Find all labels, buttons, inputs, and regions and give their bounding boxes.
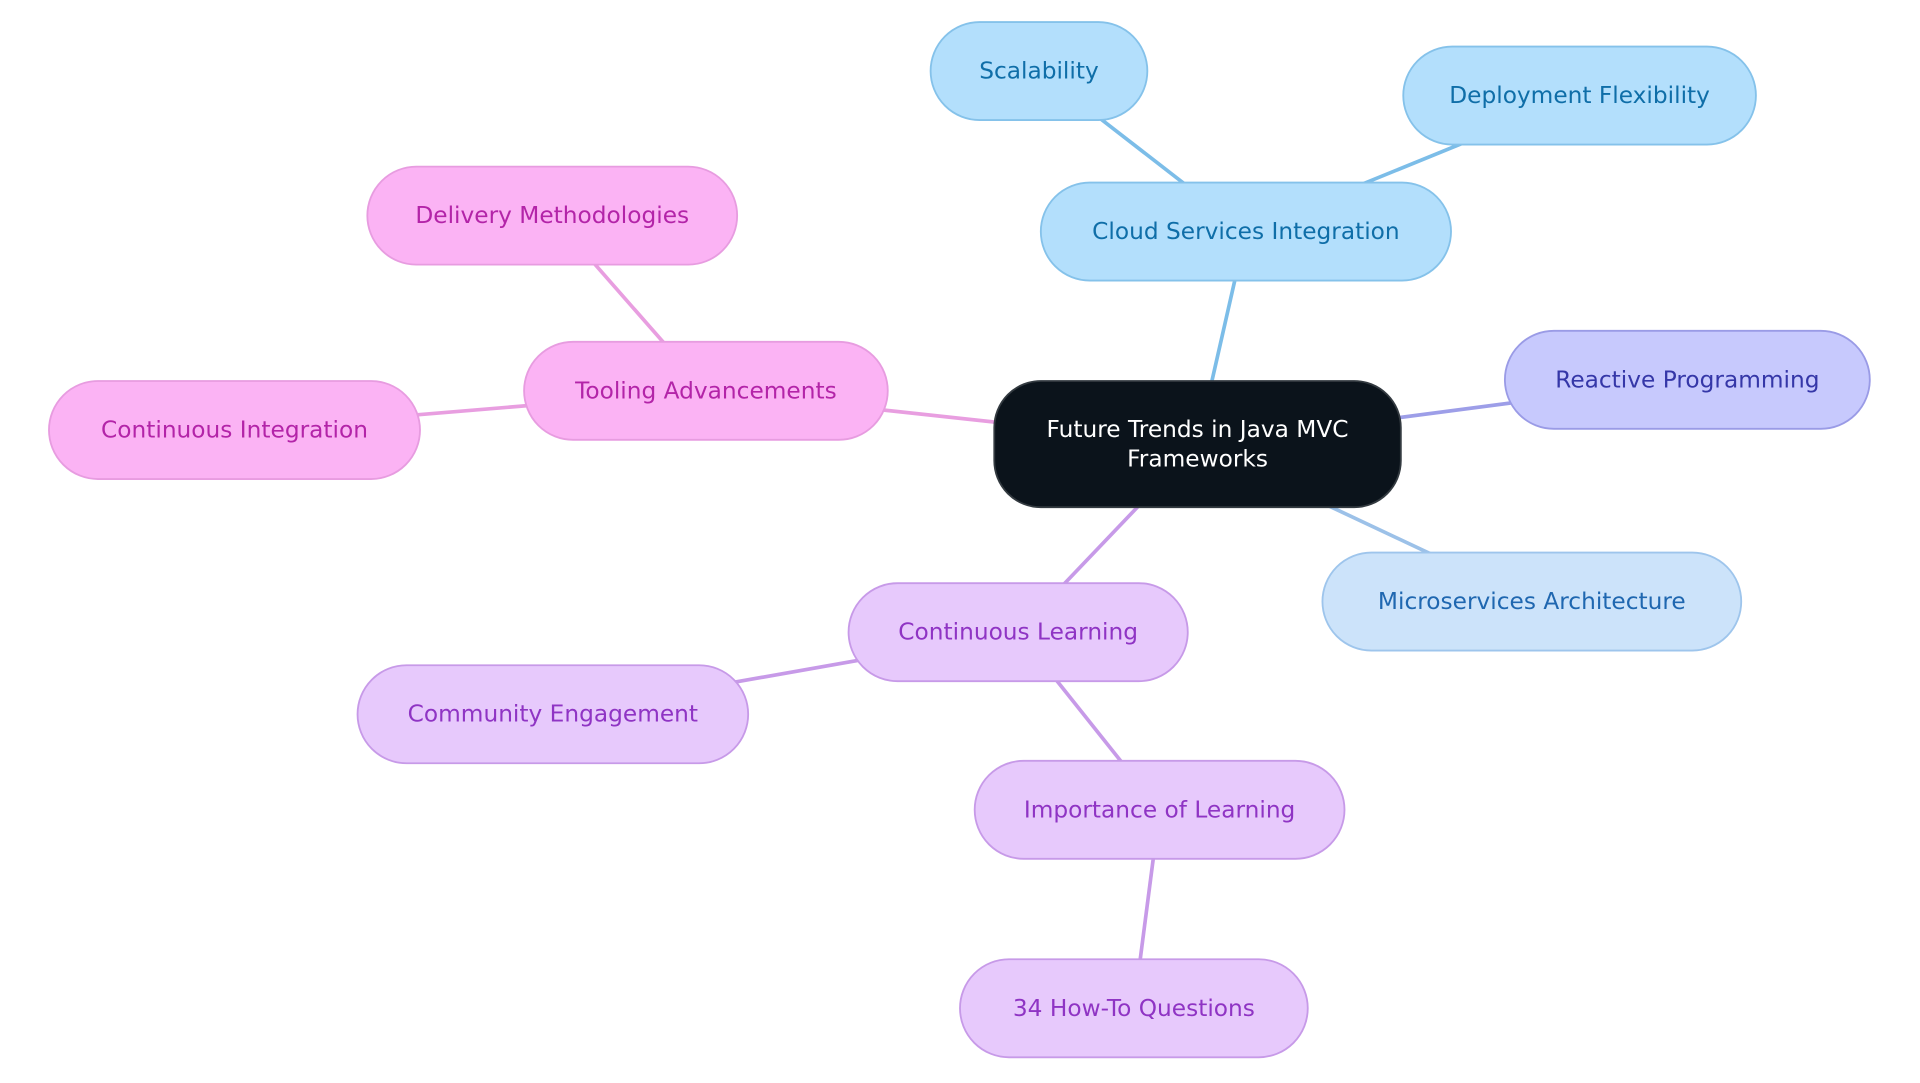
node-shape [1321, 551, 1743, 652]
node-shape [929, 21, 1149, 121]
node-label: Future Trends in Java MVC [1047, 416, 1349, 443]
node-label: Continuous Learning [898, 619, 1138, 646]
node-shape [1039, 181, 1452, 282]
node-shape [48, 380, 421, 480]
node-shape [993, 380, 1402, 509]
node-label: Delivery Methodologies [415, 202, 689, 229]
node-delivery[interactable]: Delivery Methodologies [366, 165, 739, 266]
node-community[interactable]: Community Engagement [356, 664, 750, 765]
node-shape [973, 759, 1346, 860]
node-shape [1402, 45, 1757, 146]
node-label: Community Engagement [408, 701, 698, 728]
node-shape [847, 582, 1189, 683]
node-ci[interactable]: Continuous Integration [48, 380, 421, 480]
node-label: Continuous Integration [101, 417, 368, 444]
node-learning[interactable]: Continuous Learning [847, 582, 1189, 683]
node-howto[interactable]: 34 How-To Questions [959, 958, 1309, 1059]
node-shape [1503, 329, 1871, 430]
node-label: Frameworks [1127, 445, 1268, 472]
node-deploy[interactable]: Deployment Flexibility [1402, 45, 1757, 146]
node-label: Importance of Learning [1024, 796, 1295, 823]
node-label: Reactive Programming [1555, 366, 1819, 393]
node-cloud[interactable]: Cloud Services Integration [1039, 181, 1452, 282]
node-shape [959, 958, 1309, 1059]
node-tooling[interactable]: Tooling Advancements [523, 340, 889, 441]
node-shape [523, 340, 889, 441]
node-shape [356, 664, 750, 765]
node-label: Microservices Architecture [1378, 588, 1686, 615]
node-label: 34 How-To Questions [1013, 995, 1255, 1022]
node-label: Deployment Flexibility [1449, 82, 1710, 109]
node-label: Cloud Services Integration [1092, 218, 1399, 245]
node-scal[interactable]: Scalability [929, 21, 1149, 121]
node-micro[interactable]: Microservices Architecture [1321, 551, 1743, 652]
node-importance[interactable]: Importance of Learning [973, 759, 1346, 860]
node-reactive[interactable]: Reactive Programming [1503, 329, 1871, 430]
node-label: Tooling Advancements [574, 377, 837, 404]
node-shape [366, 165, 739, 266]
node-label: Scalability [979, 58, 1099, 85]
